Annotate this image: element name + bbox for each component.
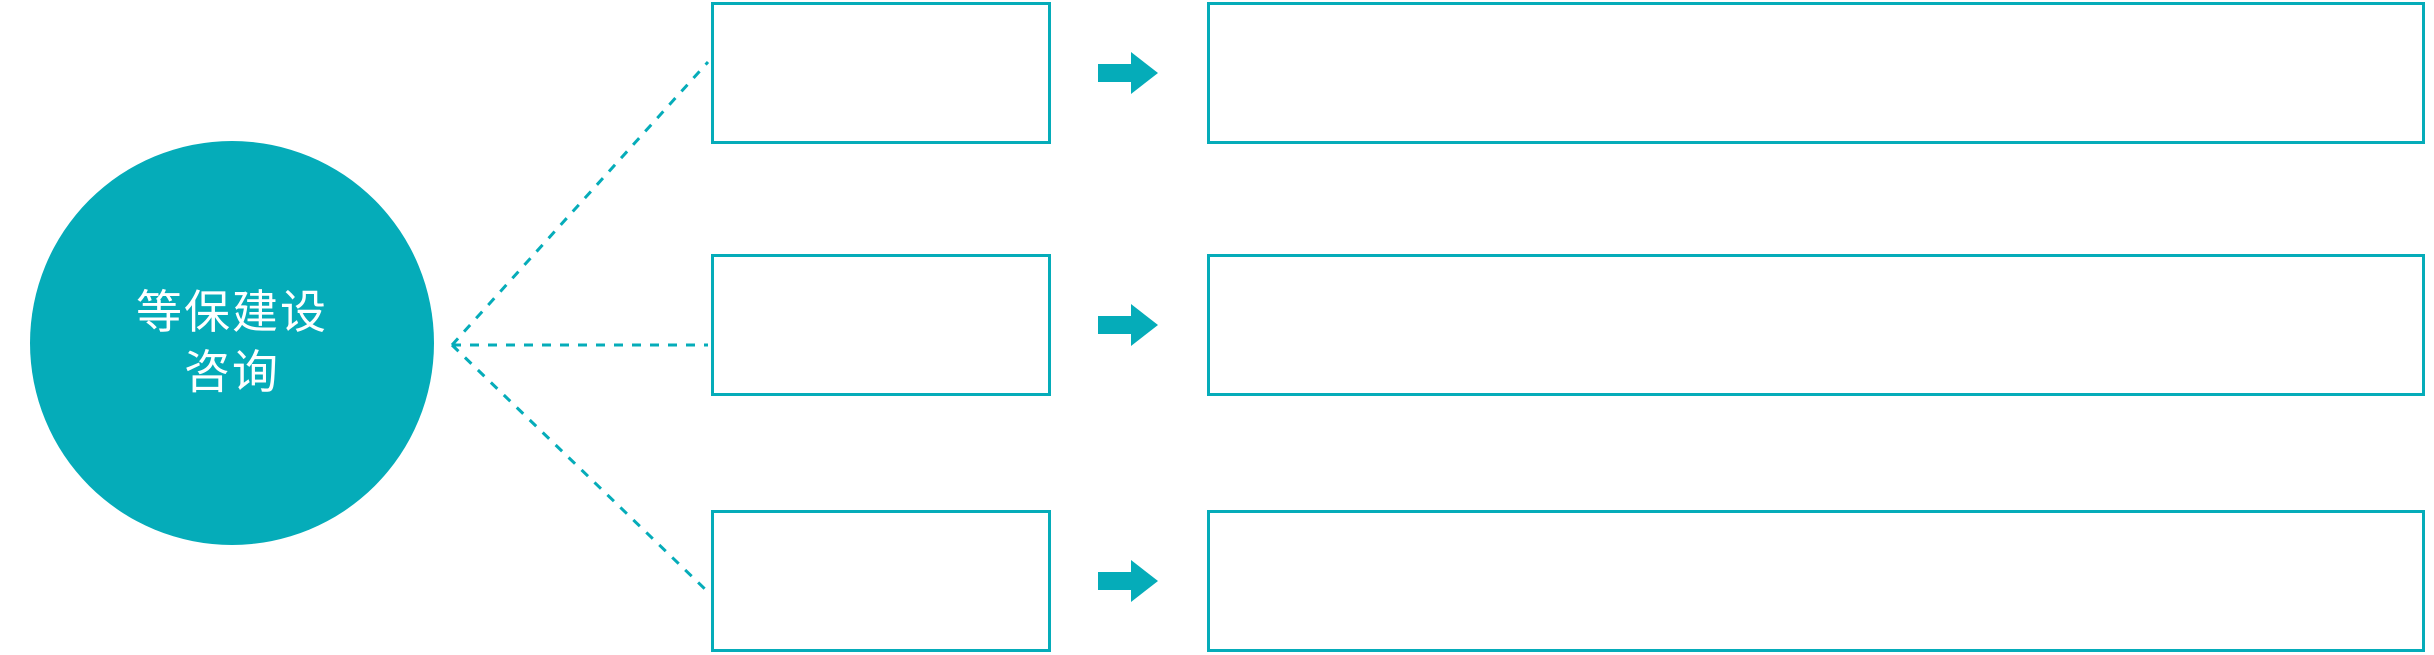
row-1-category-box[interactable] — [711, 2, 1051, 144]
row-1-arrow-right-icon — [1098, 48, 1158, 98]
row-2-arrow-right-icon — [1098, 300, 1158, 350]
hub-label: 等保建设 咨询 — [136, 286, 328, 398]
connector-line-top — [450, 60, 710, 347]
connector-line-bottom — [450, 343, 710, 594]
row-3-category-box[interactable] — [711, 510, 1051, 652]
row-3-arrow-right-icon — [1098, 556, 1158, 606]
hub-circle[interactable]: 等保建设 咨询 — [30, 141, 434, 545]
row-3-detail-box[interactable] — [1207, 510, 2425, 652]
row-2-detail-box[interactable] — [1207, 254, 2425, 396]
row-1-detail-box[interactable] — [1207, 2, 2425, 144]
row-2-category-box[interactable] — [711, 254, 1051, 396]
